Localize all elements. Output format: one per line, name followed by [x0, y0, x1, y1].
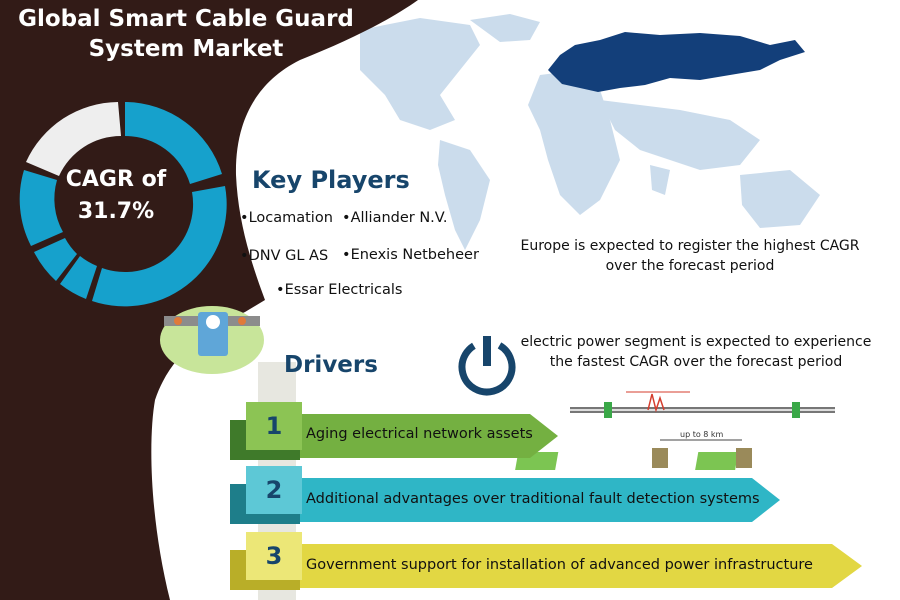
driver-text: Government support for installation of a…: [306, 557, 813, 573]
left-panel: [0, 0, 418, 600]
driver-arrow-1: [230, 402, 558, 460]
page-title: Global Smart Cable Guard System Market: [0, 4, 372, 64]
key-player-name: Alliander N.V.: [350, 210, 448, 226]
europe-highlight: [548, 32, 805, 92]
key-player-item: •DNV GL AS: [240, 248, 329, 264]
power-icon: [458, 336, 516, 396]
key-player-name: Enexis Netbeheer: [350, 247, 479, 263]
driver-text: Additional advantages over traditional f…: [306, 491, 760, 507]
cagr-donut: [19, 102, 227, 307]
driver-number: 3: [265, 542, 283, 570]
key-player-name: DNV GL AS: [248, 248, 329, 264]
key-players-heading: Key Players: [252, 166, 410, 194]
cagr-label: CAGR of 31.7%: [56, 164, 176, 228]
cagr-line-1: CAGR of: [65, 167, 167, 192]
world-map: [360, 14, 820, 250]
driver-text: Aging electrical network assets: [306, 426, 533, 442]
driver-number: 1: [265, 412, 283, 440]
cagr-value: 31.7%: [77, 199, 155, 224]
region-note-line-2: over the forecast period: [605, 258, 775, 274]
segment-note-line-1: electric power segment is expected to ex…: [520, 334, 872, 350]
driver-number: 2: [265, 476, 283, 504]
segment-note-line-2: the fastest CAGR over the forecast perio…: [549, 354, 843, 370]
title-line-2: System Market: [88, 36, 284, 62]
key-player-name: Essar Electricals: [284, 282, 403, 298]
drivers-heading: Drivers: [284, 352, 378, 378]
region-note: Europe is expected to register the highe…: [500, 236, 880, 276]
key-player-item: •Locamation: [240, 210, 333, 226]
distance-label: up to 8 km: [680, 430, 724, 439]
region-note-line-1: Europe is expected to register the highe…: [520, 238, 860, 254]
key-player-item: •Alliander N.V.: [342, 210, 448, 226]
segment-note: electric power segment is expected to ex…: [506, 332, 886, 372]
driver-arrow-3: [230, 532, 862, 590]
title-line-1: Global Smart Cable Guard: [18, 6, 354, 32]
key-player-name: Locamation: [248, 210, 333, 226]
driver-arrow-2: [230, 466, 780, 524]
cable-sensor-device: [160, 306, 264, 374]
key-player-item: •Enexis Netbeheer: [342, 247, 479, 263]
key-player-item: •Essar Electricals: [276, 282, 403, 298]
cable-guard-diagram: [515, 391, 835, 470]
